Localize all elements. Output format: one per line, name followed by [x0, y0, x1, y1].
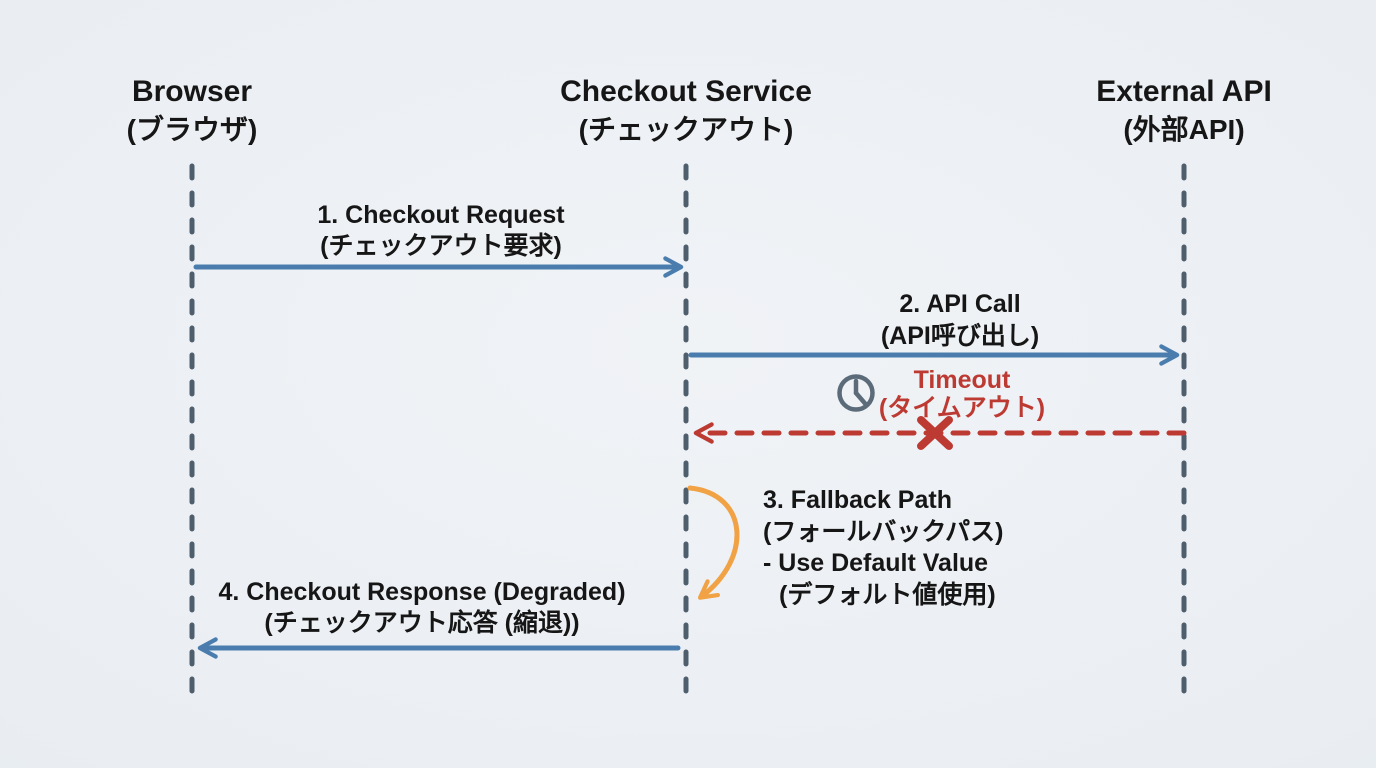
message-4-checkout-response: 4. Checkout Response (Degraded) (チェックアウト… [197, 578, 681, 659]
actor-checkout-name: Checkout Service [560, 75, 812, 108]
actor-headers: Browser (ブラウザ) Checkout Service (チェックアウト… [127, 75, 1272, 145]
message-4-sub-label: (チェックアウト応答 (縮退)) [264, 608, 579, 637]
timeout-response: Timeout (タイムアウト) [693, 366, 1187, 450]
x-failure-icon [917, 416, 953, 450]
actor-external-api-name: External API [1096, 75, 1272, 108]
actor-checkout-sub: (チェックアウト) [579, 114, 794, 145]
clock-icon [837, 374, 875, 412]
message-2-label: 2. API Call [899, 290, 1020, 318]
fallback-loop-arrow [687, 485, 740, 600]
message-3-note-sub: (デフォルト値使用) [779, 580, 996, 609]
lifelines [189, 163, 1187, 702]
actor-browser-name: Browser [132, 75, 252, 108]
message-3-label: 3. Fallback Path [763, 486, 952, 514]
message-2-sub-label: (API呼び出し) [881, 322, 1039, 350]
message-4-label: 4. Checkout Response (Degraded) [218, 578, 625, 606]
actor-browser-sub: (ブラウザ) [127, 113, 258, 145]
message-1-checkout-request: 1. Checkout Request (チェックアウト要求) [193, 201, 684, 278]
message-3-sub-label: (フォールバックパス) [763, 518, 1003, 546]
message-1-sub-label: (チェックアウト要求) [320, 232, 562, 260]
actor-external-api-sub: (外部API) [1123, 114, 1244, 145]
message-2-api-call: 2. API Call (API呼び出し) [688, 290, 1180, 366]
message-3-fallback: 3. Fallback Path (フォールバックパス) - Use Defau… [687, 485, 1003, 609]
message-1-label: 1. Checkout Request [317, 201, 565, 229]
message-3-note: - Use Default Value [763, 549, 988, 577]
timeout-label: Timeout [914, 366, 1011, 394]
timeout-sub-label: (タイムアウト) [879, 394, 1045, 422]
